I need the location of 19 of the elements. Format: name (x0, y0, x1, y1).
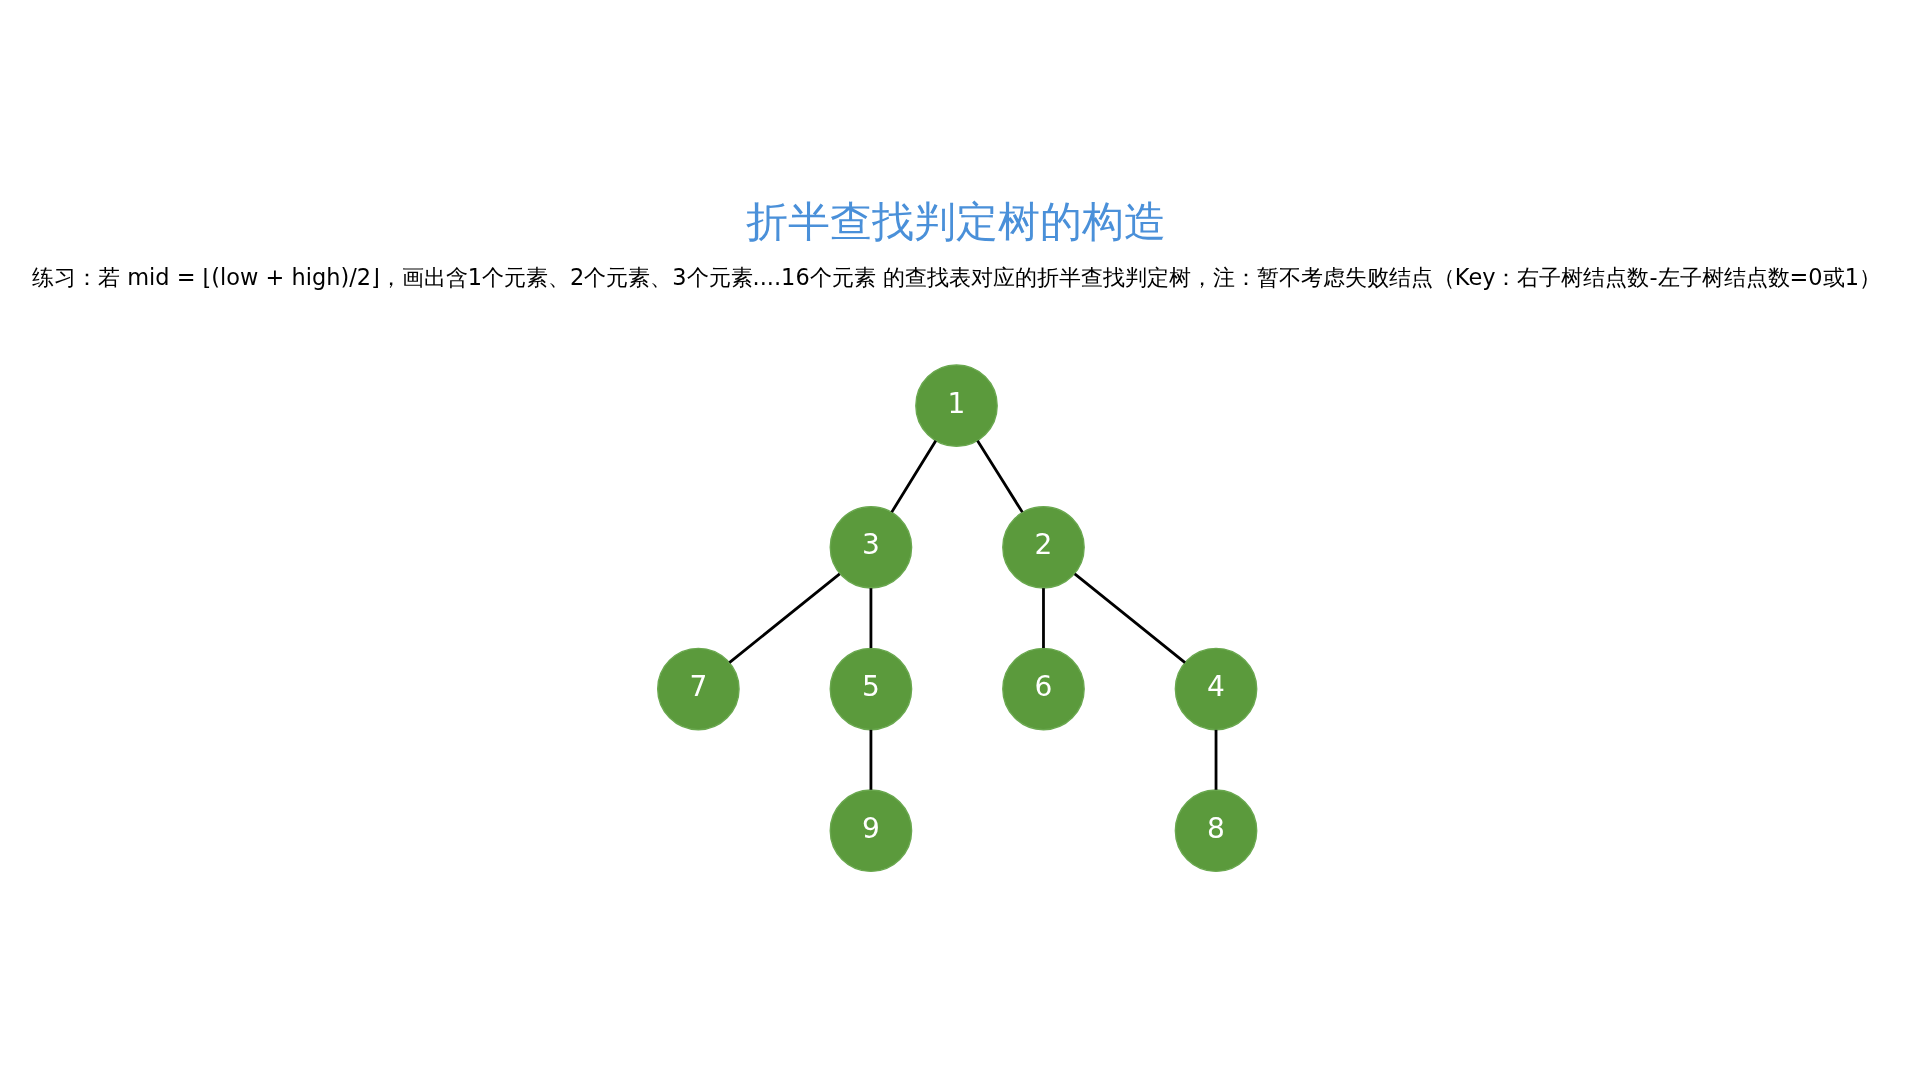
connector (890, 439, 937, 513)
connector (1214, 729, 1218, 790)
connector (728, 572, 841, 664)
node-circle: 2 (1002, 505, 1085, 589)
connector (1073, 572, 1186, 664)
node-circle: 7 (657, 647, 740, 730)
diagram-title: 折半查找判定树的构造 (746, 196, 1167, 246)
connector (869, 729, 873, 790)
connector (976, 439, 1024, 513)
label: 练习：若 mid = ⌊(low + high)/2⌋，画出含1个元素、2个元素、3个元素....16个元素 的查找表对应的折半查找判定树，注：暂不考虑失败结点（Key：右子树结点数-左子树结点数=0或1） (32, 263, 1881, 290)
node-circle: 4 (1174, 647, 1258, 730)
node-circle: 8 (1174, 788, 1258, 872)
connector (1042, 587, 1045, 648)
node-circle: 6 (1002, 647, 1085, 730)
connector (869, 587, 873, 648)
node-circle: 1 (915, 363, 998, 447)
node-circle: 9 (829, 788, 913, 872)
node-circle: 3 (829, 505, 913, 589)
node-circle: 5 (829, 647, 913, 730)
